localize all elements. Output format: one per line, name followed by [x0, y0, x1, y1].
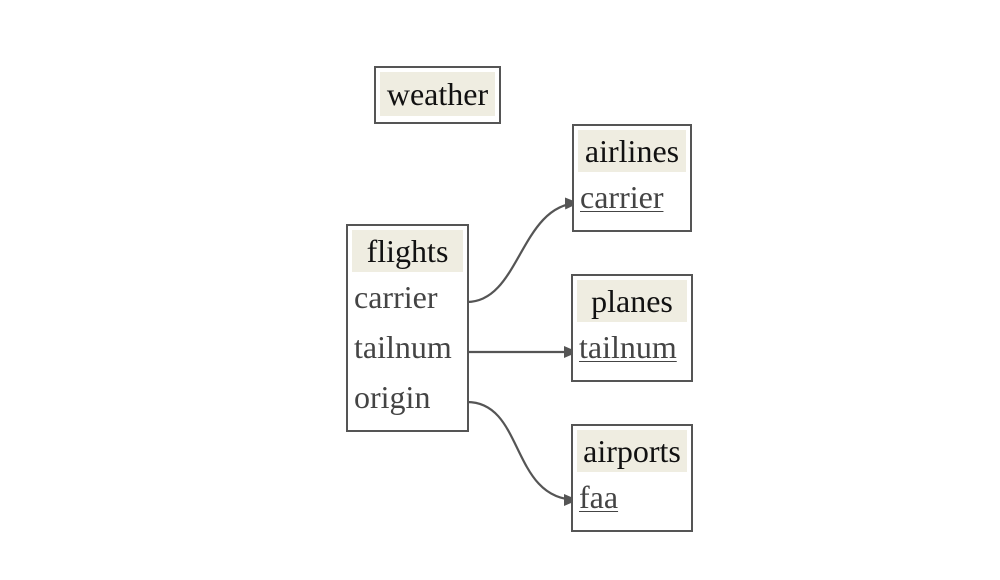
field-flights-origin: origin	[354, 379, 431, 415]
field-flights-tailnum: tailnum	[354, 329, 452, 365]
field-planes-tailnum: tailnum	[579, 329, 677, 365]
table-title-weather: weather	[380, 72, 495, 116]
table-title-airlines: airlines	[578, 130, 686, 172]
field-flights-carrier: carrier	[354, 279, 438, 315]
table-title-flights: flights	[352, 230, 463, 272]
table-flights[interactable]: flights carrier tailnum origin	[346, 224, 469, 432]
table-weather[interactable]: weather	[374, 66, 501, 124]
table-airports[interactable]: airports faa	[571, 424, 693, 532]
table-title-planes: planes	[577, 280, 687, 322]
table-airlines[interactable]: airlines carrier	[572, 124, 692, 232]
field-airports-faa: faa	[579, 479, 619, 515]
table-title-airports: airports	[577, 430, 687, 472]
edge-flights-origin-to-airports	[466, 400, 578, 506]
table-planes[interactable]: planes tailnum	[571, 274, 693, 382]
edge-flights-carrier-to-airlines	[466, 197, 579, 304]
field-airlines-carrier: carrier	[580, 179, 664, 215]
